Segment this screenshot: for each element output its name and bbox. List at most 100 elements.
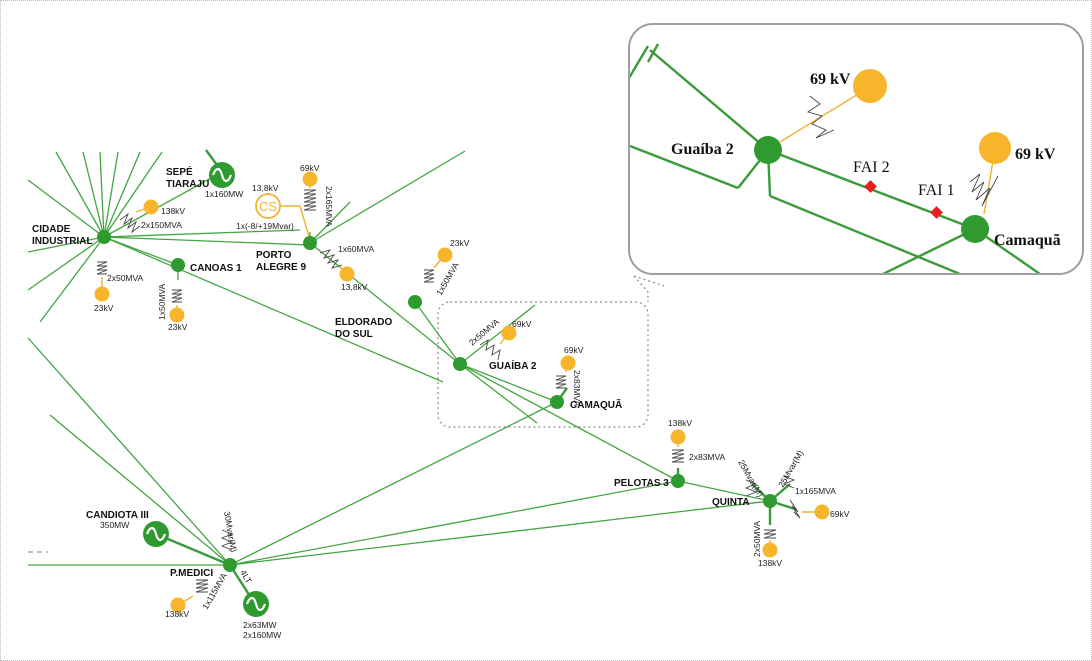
load-guaiba-69 [501, 325, 517, 341]
load-quinta-69 [814, 504, 830, 520]
load-pelotas-138 [670, 429, 686, 445]
inset-label-load-left: 69 kV [810, 71, 851, 88]
label-cidade-tr150: 2x150MVA [141, 220, 182, 230]
zoom-indicator [437, 275, 665, 428]
label-cidade-2: INDUSTRIAL [32, 236, 93, 247]
label-pa9-138: 13,8kV [341, 282, 368, 292]
label-quinta: QUINTA [712, 497, 750, 508]
transformer-canoas [171, 289, 183, 303]
compensator-medici [220, 529, 234, 551]
transformers [96, 189, 801, 593]
load-pa9-69 [302, 171, 318, 187]
label-candiota: CANDIOTA III [86, 510, 149, 521]
label-pa9-69: 69kV [300, 163, 320, 173]
label-medici: P.MEDICI [170, 568, 213, 579]
transformer-quinta-25a [744, 479, 758, 497]
label-eldorado-2: DO SUL [335, 329, 373, 340]
label-canoas-23: 23kV [168, 322, 188, 332]
bus-guaiba-2 [453, 357, 467, 371]
inset-panel: 69 kV 69 kV Guaíba 2 Camaquã FAI 2 FAI 1 [628, 23, 1084, 275]
label-cidade-tr50: 2x50MVA [107, 273, 144, 283]
label-medici-gen-b: 2x160MW [243, 630, 281, 640]
label-medici-138: 138kV [165, 609, 189, 619]
load-cidade-138 [143, 199, 159, 215]
bus-cidade-industrial [97, 230, 111, 244]
label-quinta-138: 138kV [758, 558, 782, 568]
inset-transformer-right [969, 173, 999, 207]
transformer-quinta-50 [763, 529, 777, 539]
zoom-pointer [633, 275, 665, 302]
loads [94, 171, 830, 613]
transformer-quinta-25b [782, 475, 796, 489]
cs-symbol: CS [259, 199, 277, 214]
bus-porto-alegre-9 [303, 236, 317, 250]
bus-quinta [763, 494, 777, 508]
label-pelotas-138: 138kV [668, 418, 692, 428]
generator-candiota-wave [145, 526, 167, 542]
label-quinta-tr165: 1x165MVA [795, 486, 836, 496]
label-pa9-1: PORTO [256, 250, 292, 261]
label-sepe-1: SEPÉ [166, 165, 193, 178]
transformer-pelotas [671, 449, 685, 463]
load-camaqua-69 [560, 355, 576, 371]
inset-frame [628, 23, 1084, 275]
generator-medici [243, 591, 269, 617]
inset-label-fai2: FAI 2 [853, 159, 890, 176]
label-sepe-2: TIARAJU [166, 179, 209, 190]
inset-bus-camaqua [961, 215, 989, 243]
label-guaiba: GUAÍBA 2 [489, 359, 537, 372]
label-camaqua-69: 69kV [564, 345, 584, 355]
transformer-cidade-150 [119, 212, 141, 234]
label-quinta-tr50: 2x50MVA [752, 520, 762, 557]
transformer-pa9-165 [303, 189, 317, 211]
transformer-guaiba [479, 339, 501, 361]
inset-transformer-left [806, 95, 835, 139]
inset-load-left [853, 69, 887, 103]
label-camaqua: CAMAQUÃ [570, 398, 622, 411]
inset-label-guaiba: Guaíba 2 [671, 141, 734, 158]
bus-camaqua [550, 395, 564, 409]
label-candiota-gen: 350MW [100, 520, 129, 530]
load-quinta-138 [762, 542, 778, 558]
transformer-eldorado [423, 269, 435, 283]
generator-medici-wave [245, 596, 267, 612]
label-pa9-tr165: 2x165MVA [324, 186, 334, 227]
label-cidade-138: 138kV [161, 206, 185, 216]
load-cidade-23 [94, 286, 110, 302]
transformer-pa9-60 [319, 249, 343, 269]
generator-sepe-wave [211, 167, 233, 183]
label-guaiba-69: 69kV [512, 319, 532, 329]
inset-bus-guaiba [754, 136, 782, 164]
label-pelotas: PELOTAS 3 [614, 478, 669, 489]
label-cidade-1: CIDADE [32, 224, 71, 235]
transformer-medici [195, 579, 209, 593]
label-canoas: CANOAS 1 [190, 263, 242, 274]
label-quinta-25a: 25Mvar(M) [736, 458, 765, 499]
label-camaqua-tr: 2x83MVA [572, 370, 582, 407]
inset-label-fai1: FAI 1 [918, 182, 955, 199]
load-eldorado-23 [437, 247, 453, 263]
label-cs-rating: 1x(-8/+19Mvar) [236, 221, 294, 231]
bus-p-medici [223, 558, 237, 572]
cs-icon [255, 193, 281, 219]
label-eldorado-1: ELDORADO [335, 317, 392, 328]
label-quinta-25b: 25Mvar(M) [776, 448, 805, 489]
label-pelotas-tr: 2x83MVA [689, 452, 726, 462]
label-canoas-tr: 1x50MVA [157, 283, 167, 320]
label-eldorado-23: 23kV [450, 238, 470, 248]
transformer-camaqua [555, 375, 567, 389]
label-pa9-tr60: 1x60MVA [338, 244, 375, 254]
inset-load-right [979, 132, 1011, 164]
synchronous-compensator: CS [255, 193, 281, 219]
load-medici-138 [170, 597, 186, 613]
buses [97, 230, 777, 572]
transformer-quinta-165 [789, 499, 801, 519]
bus-pelotas-3 [671, 474, 685, 488]
bus-eldorado [408, 295, 422, 309]
bus-canoas-1 [171, 258, 185, 272]
label-cs-voltage: 13,8kV [252, 183, 279, 193]
inset-label-load-right: 69 kV [1015, 146, 1056, 163]
label-medici-gen-a: 2x63MW [243, 620, 277, 630]
label-eldorado-tr: 1x50MVA [434, 260, 461, 297]
